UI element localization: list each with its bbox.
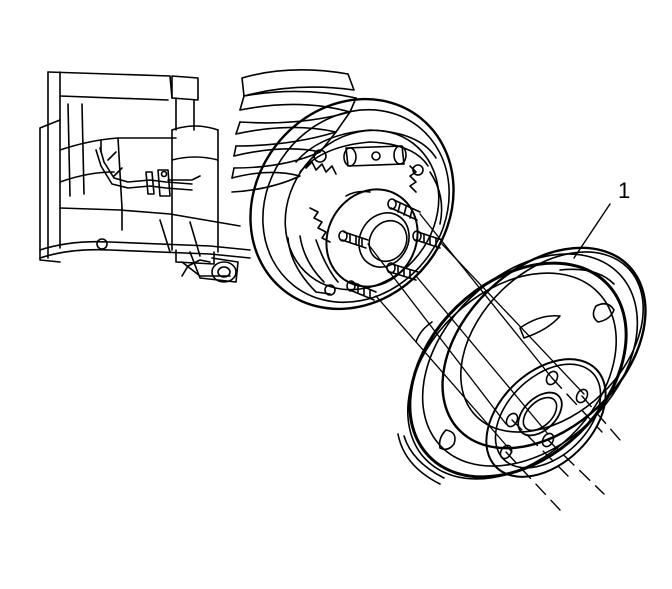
brake-hose bbox=[95, 139, 201, 197]
stud-extension-lines bbox=[505, 377, 621, 511]
lower-mount-bolt bbox=[181, 251, 239, 283]
wheel-studs bbox=[338, 198, 443, 301]
backing-plate bbox=[249, 97, 455, 311]
callout-label-1: 1 bbox=[618, 178, 630, 203]
vehicle-frame bbox=[39, 71, 241, 263]
brake-drum bbox=[397, 246, 647, 485]
callout-leader-1 bbox=[573, 203, 611, 259]
wheel-hub bbox=[325, 188, 419, 288]
coil-spring bbox=[231, 69, 357, 193]
